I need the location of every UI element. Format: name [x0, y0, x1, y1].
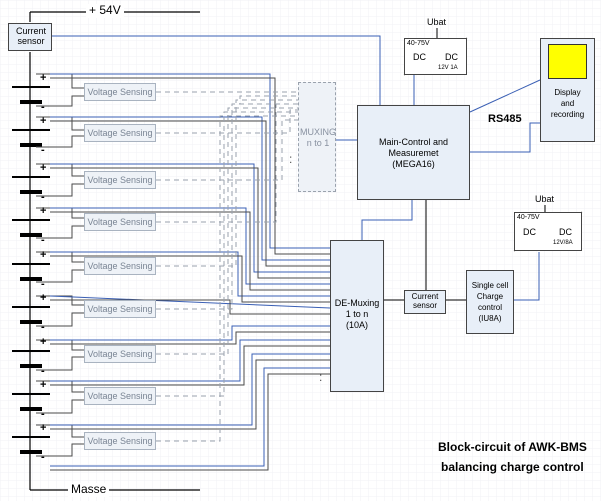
- caption-line-2: balancing charge control: [441, 460, 584, 474]
- voltage-sensing-block: Voltage Sensing: [84, 432, 156, 450]
- supply-positive-label: + 54V: [86, 3, 124, 18]
- current-sensor-top: Current sensor: [8, 23, 52, 51]
- main-control-block: Main-Control and Measuremet (MEGA16): [357, 105, 470, 200]
- voltage-sensing-block: Voltage Sensing: [84, 83, 156, 101]
- dcdc-bottom-output: 12V/8A: [553, 240, 573, 246]
- voltage-sensing-block: Voltage Sensing: [84, 257, 156, 275]
- main-control-line2: Measuremet: [388, 148, 439, 158]
- current-sensor-mid-label: Current sensor: [411, 292, 439, 311]
- demux-label-3: (10A): [345, 320, 368, 330]
- charger-label-2: Charge: [476, 292, 504, 301]
- mux-block: MUXING n to 1 :: [289, 82, 336, 192]
- voltage-sensing-block: Voltage Sensing: [84, 171, 156, 189]
- main-control-line1: Main-Control and: [378, 137, 449, 147]
- ground-label: Masse: [68, 482, 110, 497]
- display-device: Display and recording: [540, 38, 595, 142]
- display-label-3: recording: [550, 110, 585, 119]
- charger-label-3: control: [477, 303, 502, 312]
- charger-label-4: (IU8A): [478, 314, 502, 323]
- display-label-1: Display: [554, 88, 581, 97]
- dcdc-top-ubat: Ubat: [427, 17, 447, 27]
- dcdc-bottom-ubat: Ubat: [535, 194, 555, 204]
- dcdc-bottom-dc-left: DC: [523, 227, 536, 237]
- charger-label-1: Single cell: [471, 281, 509, 290]
- battery-cells: [12, 86, 50, 454]
- sense-wires: [36, 73, 331, 471]
- current-sensor-mid: Current sensor: [404, 290, 446, 314]
- display-label-2: and: [560, 99, 575, 108]
- demux-label-2: 1 to n: [345, 309, 369, 319]
- dcdc-converter-top: 40-75V DC DC 12V 1A: [404, 38, 467, 75]
- dcdc-top-output: 12V 1A: [438, 65, 458, 71]
- dcdc-converter-bottom: 40-75V DC DC 12V/8A: [514, 212, 582, 251]
- current-sensor-top-label: Current sensor: [15, 26, 46, 47]
- mux-dots: :: [289, 152, 293, 166]
- voltage-sensing-block: Voltage Sensing: [84, 124, 156, 142]
- dcdc-top-range: 40-75V: [407, 40, 430, 47]
- mux-label-1: MUXING: [300, 127, 336, 137]
- demux-label-1: DE-Muxing: [334, 298, 380, 308]
- dcdc-top-dc-left: DC: [413, 52, 426, 62]
- mux-label-2: n to 1: [306, 138, 330, 148]
- voltage-sensing-block: Voltage Sensing: [84, 345, 156, 363]
- rs485-label: RS485: [488, 113, 522, 125]
- dcdc-top-dc-right: DC: [445, 52, 458, 62]
- demux-block: DE-Muxing 1 to n (10A) :: [319, 240, 384, 392]
- voltage-sensing-block: Voltage Sensing: [84, 213, 156, 231]
- voltage-sensing-block: Voltage Sensing: [84, 300, 156, 318]
- dcdc-bottom-range: 40-75V: [517, 214, 540, 221]
- mux-dashed-lines: [156, 91, 298, 442]
- dcdc-bottom-dc-right: DC: [559, 227, 572, 237]
- main-control-line3: (MEGA16): [392, 159, 435, 169]
- voltage-sensing-block: Voltage Sensing: [84, 387, 156, 405]
- demux-dots: :: [319, 370, 323, 384]
- charge-control-block: Single cell Charge control (IU8A): [466, 270, 514, 334]
- display-screen: [548, 44, 587, 79]
- caption-line-1: Block-circuit of AWK-BMS: [438, 440, 587, 454]
